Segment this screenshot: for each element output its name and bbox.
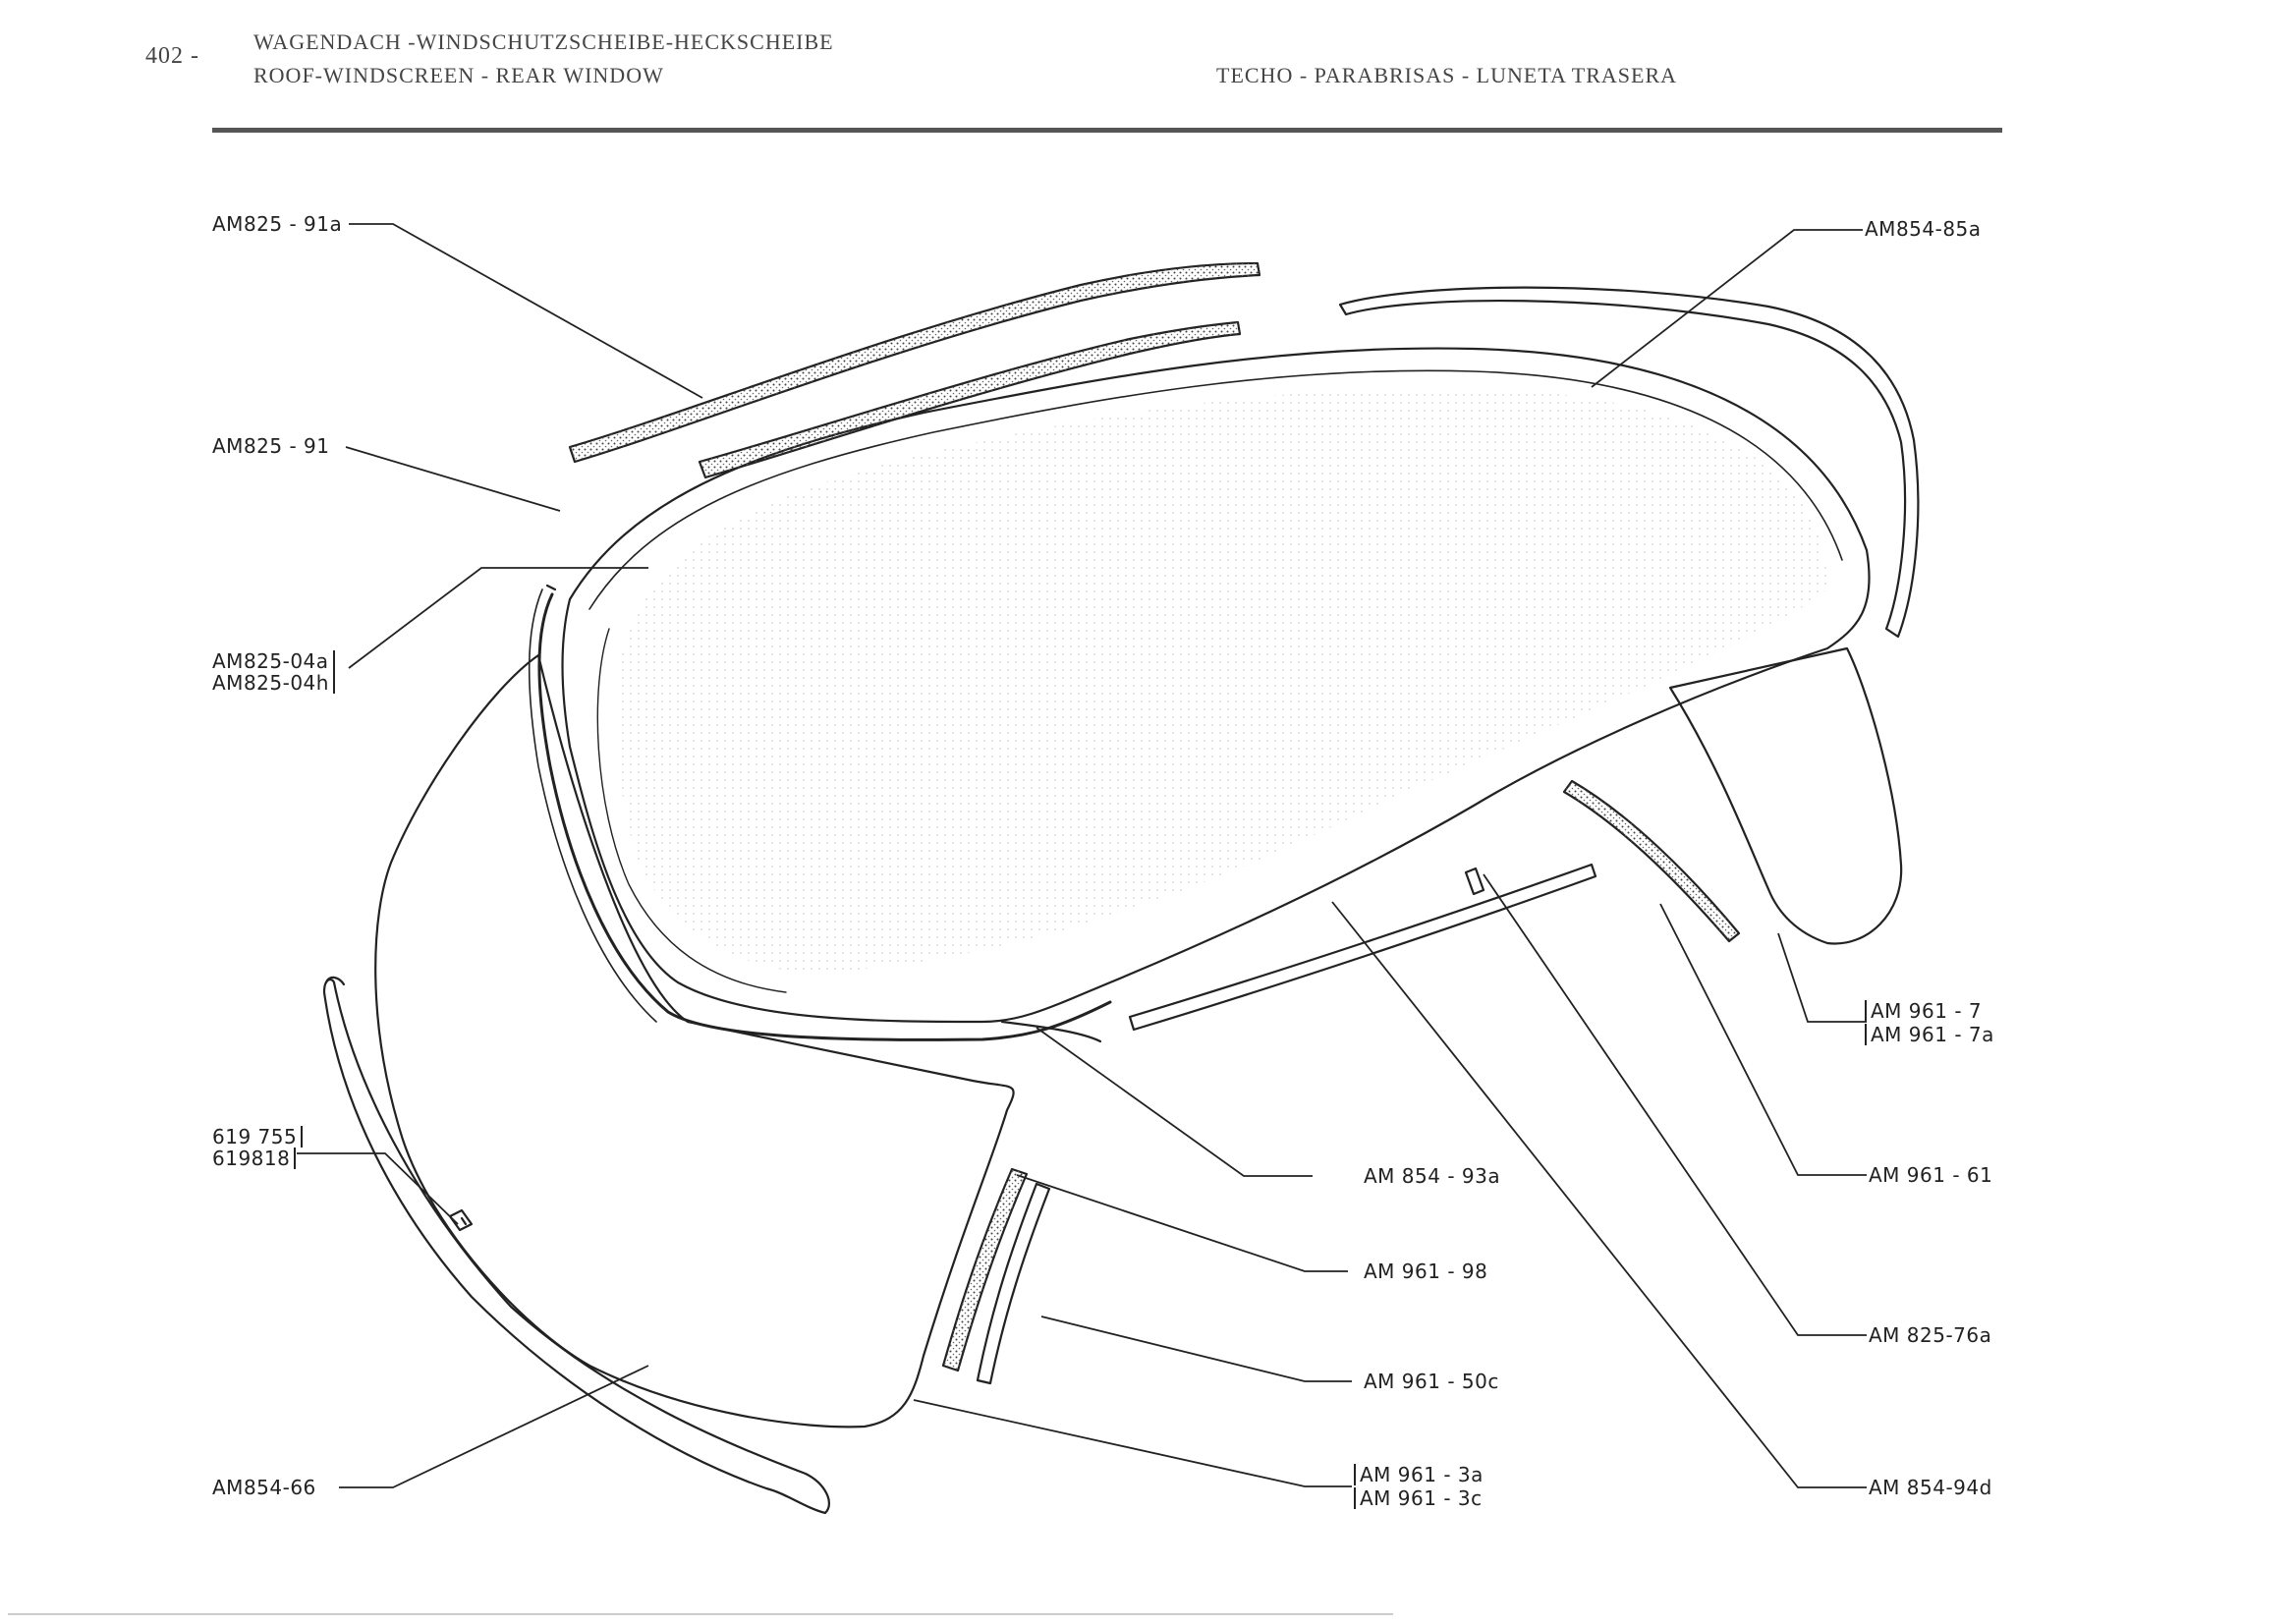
leader-am854-93a [1036, 1027, 1313, 1177]
leader-am825-04 [348, 567, 648, 669]
rear-window-clip [448, 1208, 474, 1232]
leader-am825-91a [349, 223, 703, 399]
leader-am854-94d [1331, 901, 1867, 1488]
windscreen-glass [561, 347, 1871, 1024]
callout-am825-91a: AM825 - 91a [212, 212, 343, 236]
callout-am854-85a: AM854-85a [1865, 217, 1982, 241]
callout-am961-3c: AM 961 - 3c [1354, 1487, 1483, 1509]
rear-window-glass [374, 653, 1015, 1428]
leader-am961-98 [1016, 1174, 1348, 1272]
leader-am961-7 [1777, 932, 1867, 1023]
leader-am854-66 [339, 1365, 649, 1488]
callout-am854-66: AM854-66 [212, 1476, 316, 1499]
footer-rule [8, 1613, 1393, 1615]
leader-am961-50c [1040, 1316, 1352, 1382]
callout-am825-04a: AM825-04a [212, 650, 335, 672]
callout-am961-50c: AM 961 - 50c [1364, 1370, 1499, 1393]
roof-rail-seal-right [1338, 286, 1920, 639]
callout-am825-04h: AM825-04h [212, 672, 335, 694]
header-rule [212, 128, 2002, 133]
page-number: 402 - [145, 43, 199, 69]
leader-619755 [297, 1152, 459, 1225]
title-german: WAGENDACH -WINDSCHUTZSCHEIBE-HECKSCHEIBE [253, 29, 834, 54]
callout-am854-93a: AM 854 - 93a [1364, 1164, 1501, 1188]
windscreen-seal [537, 592, 1112, 1041]
callout-am854-94d: AM 854-94d [1869, 1476, 1992, 1499]
leader-am825-76a [1483, 873, 1867, 1336]
callout-am825-91: AM825 - 91 [212, 434, 330, 458]
side-window-glass [1668, 646, 1903, 945]
callout-619755: 619 755 [212, 1126, 304, 1148]
callout-am961-61: AM 961 - 61 [1869, 1163, 1993, 1187]
leader-am854-85a [1591, 229, 1863, 388]
rear-window-seal [322, 978, 831, 1515]
leader-am961-3 [913, 1399, 1352, 1487]
callout-am961-98: AM 961 - 98 [1364, 1260, 1488, 1283]
leader-am961-61 [1659, 903, 1867, 1176]
title-english: ROOF-WINDSCREEN - REAR WINDOW [253, 63, 664, 87]
callout-am961-7: AM 961 - 7 [1865, 1000, 1982, 1022]
lower-trim-strip [1128, 863, 1597, 1032]
callout-am825-76a: AM 825-76a [1869, 1323, 1992, 1347]
callout-am961-7a: AM 961 - 7a [1865, 1024, 1994, 1045]
callout-619818: 619818 [212, 1148, 297, 1169]
title-spanish: TECHO - PARABRISAS - LUNETA TRASERA [1216, 63, 1678, 87]
leader-am825-91 [345, 446, 561, 512]
callout-am961-3a: AM 961 - 3a [1354, 1464, 1484, 1485]
trim-clip [1464, 867, 1485, 896]
lower-corner-trim [1000, 1020, 1102, 1043]
rear-trim-50c [976, 1182, 1051, 1385]
